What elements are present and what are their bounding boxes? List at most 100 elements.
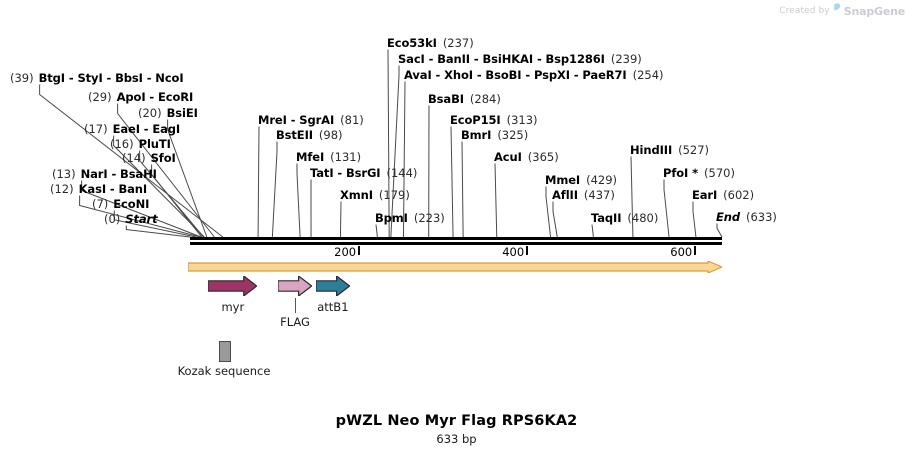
leader-line-acui <box>494 163 498 238</box>
feature-arrow-flag[interactable] <box>277 274 313 298</box>
enzyme-label-bsabi[interactable]: BsaBI(284) <box>428 92 501 106</box>
enzyme-name: TatI - BsrGI <box>310 166 381 180</box>
feature-tick-flag <box>295 298 297 313</box>
feature-arrow-myr[interactable] <box>207 274 259 298</box>
enzyme-label-pfoi[interactable]: PfoI * (570) <box>663 166 735 180</box>
enzyme-label-tati-group[interactable]: TatI - BsrGI (144) <box>310 166 418 180</box>
enzyme-name: Eco53kI <box>387 36 437 50</box>
enzyme-position: (39) <box>10 71 34 85</box>
feature-label-attb1: attB1 <box>317 300 349 314</box>
enzyme-label-xmni[interactable]: XmnI(179) <box>340 188 410 202</box>
enzyme-position: (29) <box>88 90 112 104</box>
enzyme-name: KasI - BanI <box>78 182 148 196</box>
enzyme-name: BstEII <box>276 128 313 142</box>
kozak-sequence-box <box>219 341 231 362</box>
leader-line-eco53ki <box>387 49 390 238</box>
enzyme-name: AvaI - XhoI - BsoBI - PspXI - PaeR7I <box>404 68 627 82</box>
enzyme-name: AflII <box>552 188 578 202</box>
enzyme-position: (254) <box>632 68 664 82</box>
enzyme-label-start[interactable]: (0) Start <box>104 212 158 226</box>
enzyme-name: EcoNI <box>113 197 150 211</box>
enzyme-label-taqii[interactable]: TaqII (480) <box>591 211 659 225</box>
watermark-brand: SnapGene <box>843 4 905 18</box>
enzyme-name: MmeI <box>545 173 581 187</box>
enzyme-position: (570) <box>704 166 735 180</box>
leader-line-end <box>716 223 723 238</box>
enzyme-position: (14) <box>122 151 146 165</box>
leader-line-ecop15i <box>450 126 454 238</box>
enzyme-label-bpmi[interactable]: BpmI(223) <box>375 211 445 225</box>
enzyme-position: (131) <box>330 150 362 164</box>
enzyme-position: (0) <box>104 212 121 226</box>
enzyme-position: (237) <box>442 36 474 50</box>
enzyme-name: End <box>716 210 740 224</box>
enzyme-label-eco53ki[interactable]: Eco53kI (237) <box>387 36 474 50</box>
feature-arrow-attb1[interactable] <box>315 274 351 298</box>
enzyme-label-bsiei[interactable]: (20)BsiEI <box>138 106 198 120</box>
enzyme-name: MfeI <box>296 150 325 164</box>
enzyme-position: (13) <box>52 167 76 181</box>
enzyme-label-saci-group[interactable]: SacI - BanII - BsiHKAI - Bsp1286I(239) <box>398 53 642 66</box>
enzyme-label-pluti[interactable]: (16)PluTI <box>110 137 171 151</box>
enzyme-name: HindIII <box>630 143 673 157</box>
enzyme-position: (223) <box>413 211 445 225</box>
leader-line-mmei <box>545 186 552 238</box>
enzyme-name: PfoI * <box>663 166 699 180</box>
enzyme-label-mfei[interactable]: MfeI (131) <box>296 150 362 164</box>
enzyme-name: AcuI <box>494 150 522 164</box>
enzyme-name: XmnI <box>340 188 373 202</box>
leader-line-start <box>125 225 191 238</box>
enzyme-position: (437) <box>583 188 615 202</box>
enzyme-name: MreI - SgrAI <box>258 113 335 127</box>
leader-line-bsiei <box>167 119 208 238</box>
ruler-tick-400 <box>526 246 529 255</box>
enzyme-label-kasi-group[interactable]: (12)KasI - BanI <box>50 182 148 196</box>
enzyme-name: PluTI <box>138 137 171 151</box>
leader-line-mfei <box>296 163 301 238</box>
enzyme-label-btgi-group[interactable]: (39)BtgI - StyI - BbsI - NcoI <box>10 71 184 85</box>
enzyme-name: EarI <box>692 188 718 202</box>
enzyme-label-bmri[interactable]: BmrI(325) <box>461 129 528 142</box>
leader-line-pfoi <box>663 179 670 238</box>
enzyme-label-end[interactable]: End (633) <box>716 210 777 224</box>
enzyme-label-hindiii[interactable]: HindIII(527) <box>630 143 709 157</box>
enzyme-position: (429) <box>586 173 618 187</box>
enzyme-label-avai-group[interactable]: AvaI - XhoI - BsoBI - PspXI - PaeR7I (254… <box>404 68 664 82</box>
enzyme-label-mrei-group[interactable]: MreI - SgrAI (81) <box>258 113 364 127</box>
enzyme-label-eari[interactable]: EarI(602) <box>692 188 754 202</box>
enzyme-name: BsiEI <box>166 106 198 120</box>
enzyme-label-nari-group[interactable]: (13)NarI - BsaHI <box>52 167 157 181</box>
snapgene-leaf-icon <box>833 3 841 19</box>
enzyme-label-econi[interactable]: (7)EcoNI <box>92 197 150 211</box>
enzyme-label-sfoi[interactable]: (14) SfoI <box>122 151 176 165</box>
enzyme-label-ecop15i[interactable]: EcoP15I(313) <box>450 114 538 127</box>
sequence-length-label: 633 bp <box>436 432 477 446</box>
enzyme-position: (17) <box>84 122 108 136</box>
enzyme-name: Start <box>125 212 158 226</box>
enzyme-label-apoi-group[interactable]: (29)ApoI - EcoRI <box>88 90 193 104</box>
enzyme-name: BsaBI <box>428 92 464 106</box>
enzyme-position: (144) <box>386 166 418 180</box>
enzyme-label-acui[interactable]: AcuI(365) <box>494 150 559 164</box>
enzyme-label-mmei[interactable]: MmeI (429) <box>545 173 618 187</box>
feature-label-myr: myr <box>221 300 245 314</box>
page-title: pWZL Neo Myr Flag RPS6KA2 <box>335 413 578 429</box>
enzyme-label-aflii[interactable]: AflII (437) <box>552 188 615 202</box>
kozak-sequence-label: Kozak sequence <box>177 364 271 378</box>
leader-line-eari <box>692 201 697 238</box>
enzyme-label-eaei-group[interactable]: (17)EaeI - EagI <box>84 122 180 136</box>
enzyme-name: TaqII <box>591 211 622 225</box>
leader-line-aflii <box>552 201 558 238</box>
enzyme-position: (480) <box>627 211 659 225</box>
ruler-label-200: 200 <box>334 245 357 259</box>
enzyme-position: (633) <box>745 210 777 224</box>
enzyme-name: SfoI <box>150 151 176 165</box>
enzyme-position: (98) <box>318 128 343 142</box>
orf-arrow <box>187 258 724 274</box>
leader-line-xmni <box>339 201 342 238</box>
enzyme-position: (81) <box>340 113 364 127</box>
ruler-tick-600 <box>694 246 697 255</box>
enzyme-label-bstEii[interactable]: BstEII (98) <box>276 128 343 142</box>
sequence-bar-top <box>190 237 722 240</box>
